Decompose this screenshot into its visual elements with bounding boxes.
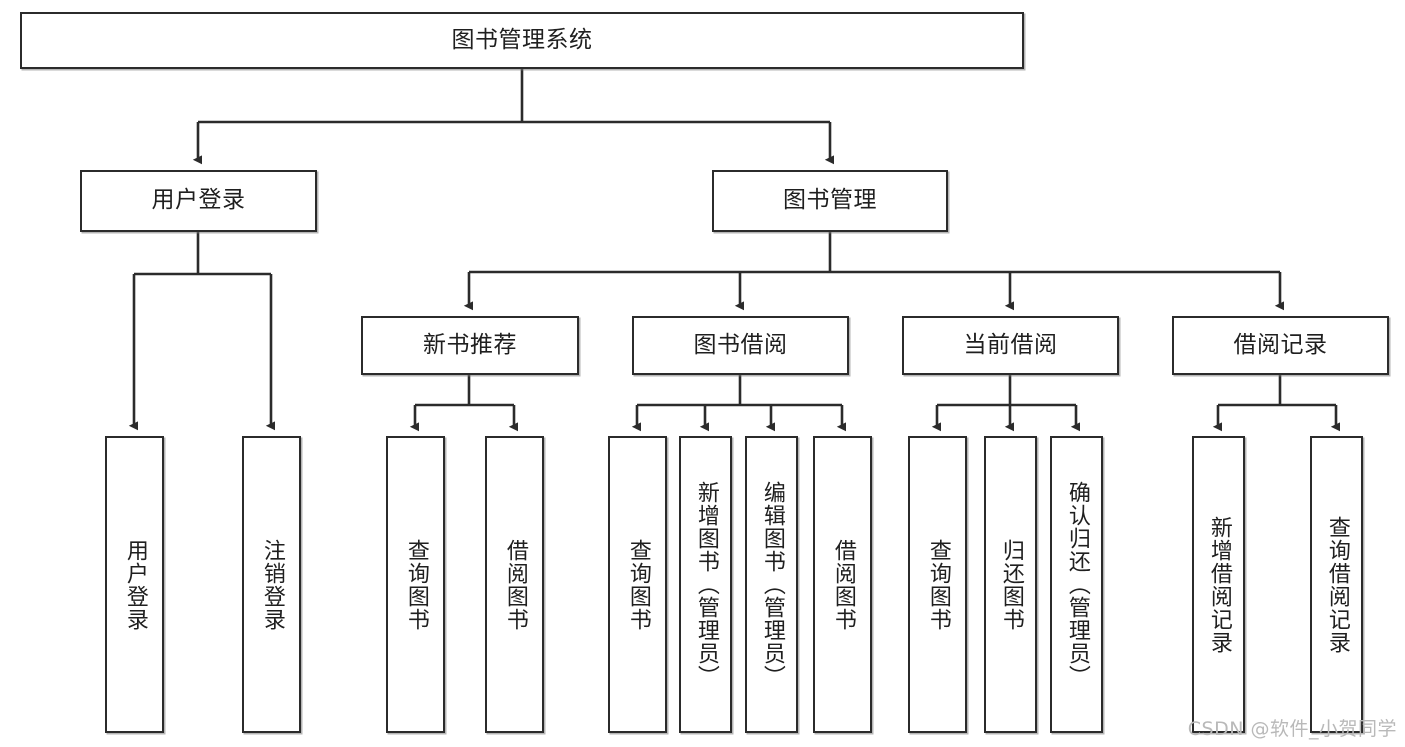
node-new-book-recommend[interactable]: 新书推荐 — [361, 316, 579, 375]
node-leaf-query-book-2[interactable]: 查询图书 — [608, 436, 667, 733]
node-leaf-query-book-2-label: 查询图书 — [625, 538, 651, 631]
node-leaf-user-login-label: 用户登录 — [122, 538, 148, 631]
node-leaf-add-book-admin-label: 新增图书（管理员） — [693, 481, 719, 688]
node-leaf-add-book-admin[interactable]: 新增图书（管理员） — [679, 436, 732, 733]
node-borrow-record[interactable]: 借阅记录 — [1172, 316, 1389, 375]
node-book-manage-label: 图书管理 — [783, 187, 877, 214]
node-leaf-edit-book-admin[interactable]: 编辑图书（管理员） — [745, 436, 798, 733]
node-leaf-borrow-book-2[interactable]: 借阅图书 — [813, 436, 872, 733]
node-leaf-query-book-1[interactable]: 查询图书 — [386, 436, 445, 733]
node-leaf-return-book[interactable]: 归还图书 — [984, 436, 1037, 733]
node-leaf-confirm-return-admin[interactable]: 确认归还（管理员） — [1050, 436, 1103, 733]
node-book-borrow-label: 图书借阅 — [693, 331, 788, 358]
node-leaf-query-book-1-label: 查询图书 — [403, 538, 429, 631]
node-leaf-return-book-label: 归还图书 — [998, 538, 1024, 631]
node-leaf-borrow-book-2-label: 借阅图书 — [830, 538, 856, 631]
node-leaf-add-borrow-record-label: 新增借阅记录 — [1206, 515, 1232, 654]
node-leaf-edit-book-admin-label: 编辑图书（管理员） — [759, 481, 785, 688]
node-leaf-logout[interactable]: 注销登录 — [242, 436, 301, 733]
node-leaf-query-book-3-label: 查询图书 — [925, 538, 951, 631]
node-leaf-user-login[interactable]: 用户登录 — [105, 436, 164, 733]
node-user-login-label: 用户登录 — [151, 187, 246, 214]
node-leaf-logout-label: 注销登录 — [259, 538, 285, 631]
node-root-label: 图书管理系统 — [451, 26, 593, 53]
node-new-book-recommend-label: 新书推荐 — [423, 331, 517, 358]
node-leaf-borrow-book-1-label: 借阅图书 — [502, 538, 528, 631]
node-borrow-record-label: 借阅记录 — [1233, 331, 1328, 358]
node-leaf-borrow-book-1[interactable]: 借阅图书 — [485, 436, 544, 733]
node-user-login[interactable]: 用户登录 — [80, 170, 317, 232]
node-book-manage[interactable]: 图书管理 — [712, 170, 948, 232]
node-current-borrow-label: 当前借阅 — [963, 331, 1058, 358]
node-book-borrow[interactable]: 图书借阅 — [632, 316, 849, 375]
node-root[interactable]: 图书管理系统 — [20, 12, 1024, 69]
node-current-borrow[interactable]: 当前借阅 — [902, 316, 1119, 375]
node-leaf-add-borrow-record[interactable]: 新增借阅记录 — [1192, 436, 1245, 733]
node-leaf-confirm-return-admin-label: 确认归还（管理员） — [1064, 481, 1090, 688]
node-leaf-query-borrow-record-label: 查询借阅记录 — [1324, 515, 1350, 654]
node-leaf-query-book-3[interactable]: 查询图书 — [908, 436, 967, 733]
node-leaf-query-borrow-record[interactable]: 查询借阅记录 — [1310, 436, 1363, 733]
